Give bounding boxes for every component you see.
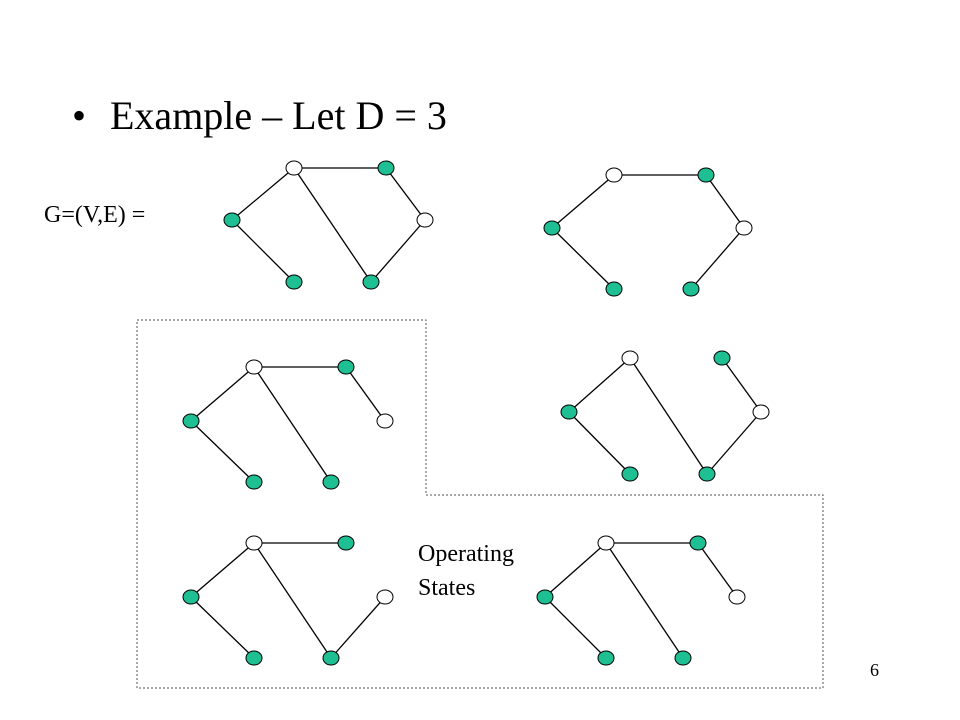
graph-edge <box>705 174 745 229</box>
graph-edge <box>190 366 255 422</box>
node-active <box>223 212 241 228</box>
node-active <box>698 466 716 482</box>
node-inactive <box>376 589 394 605</box>
node-active <box>362 274 380 290</box>
graph-edge <box>697 542 738 598</box>
graph-edge <box>629 357 708 475</box>
graph-edge <box>231 219 295 283</box>
graph-edge <box>568 411 631 475</box>
node-active <box>245 650 263 666</box>
graph-edge <box>385 167 426 221</box>
node-active <box>337 359 355 375</box>
page-number: 6 <box>870 660 879 680</box>
graph-original <box>223 160 434 290</box>
node-active <box>536 589 554 605</box>
graph-edge <box>544 542 607 598</box>
graph-operating-state-3 <box>536 535 746 666</box>
graph-definition-label: G=(V,E) = <box>44 202 146 228</box>
node-inactive <box>245 359 263 375</box>
node-active <box>182 589 200 605</box>
node-active <box>322 474 340 490</box>
node-active <box>682 281 700 297</box>
graph-edge <box>706 411 762 475</box>
graph-edge <box>551 227 615 290</box>
graph-edge <box>690 227 745 290</box>
node-active <box>322 650 340 666</box>
graph-edge <box>721 357 762 413</box>
operating-label-line1: Operating <box>418 541 514 567</box>
node-active <box>689 535 707 551</box>
node-inactive <box>735 220 753 236</box>
operating-label-line2: States <box>418 575 476 601</box>
graph-edge <box>231 167 295 221</box>
node-active <box>543 220 561 236</box>
node-inactive <box>605 167 623 183</box>
node-inactive <box>597 535 615 551</box>
graph-edge <box>253 366 332 483</box>
graph-edge <box>190 596 255 659</box>
graph-edge <box>190 542 255 598</box>
node-inactive <box>752 404 770 420</box>
slide-title: • Example – Let D = 3 <box>72 92 447 139</box>
graph-edge <box>293 167 372 283</box>
node-active <box>621 466 639 482</box>
bullet-icon: • <box>72 93 87 138</box>
graph-edge <box>544 596 607 659</box>
node-active <box>697 167 715 183</box>
node-active <box>560 404 578 420</box>
graph-operating-state-2 <box>182 535 394 666</box>
graph-edge <box>253 542 332 659</box>
graph-edge <box>330 596 386 659</box>
node-inactive <box>728 589 746 605</box>
node-active <box>605 281 623 297</box>
node-active <box>377 160 395 176</box>
graph-edge <box>551 174 615 229</box>
node-active <box>713 350 731 366</box>
graph-edge <box>370 219 426 283</box>
node-inactive <box>416 212 434 228</box>
graph-operating-state-1 <box>182 359 394 490</box>
node-inactive <box>376 413 394 429</box>
graph-edge <box>605 542 684 659</box>
node-active <box>337 535 355 551</box>
graph-edge <box>190 420 255 483</box>
node-active <box>245 474 263 490</box>
node-inactive <box>621 350 639 366</box>
node-inactive <box>285 160 303 176</box>
graph-state-2 <box>560 350 770 482</box>
node-active <box>182 413 200 429</box>
node-inactive <box>245 535 263 551</box>
slide-title-text: Example – Let D = 3 <box>110 93 447 138</box>
graph-state-cycle <box>543 167 753 297</box>
node-active <box>674 650 692 666</box>
operating-states-label: Operating States <box>418 537 514 605</box>
operating-states-region <box>136 319 824 689</box>
graph-edge <box>568 357 631 413</box>
node-active <box>597 650 615 666</box>
graph-edge <box>345 366 386 422</box>
node-active <box>285 274 303 290</box>
